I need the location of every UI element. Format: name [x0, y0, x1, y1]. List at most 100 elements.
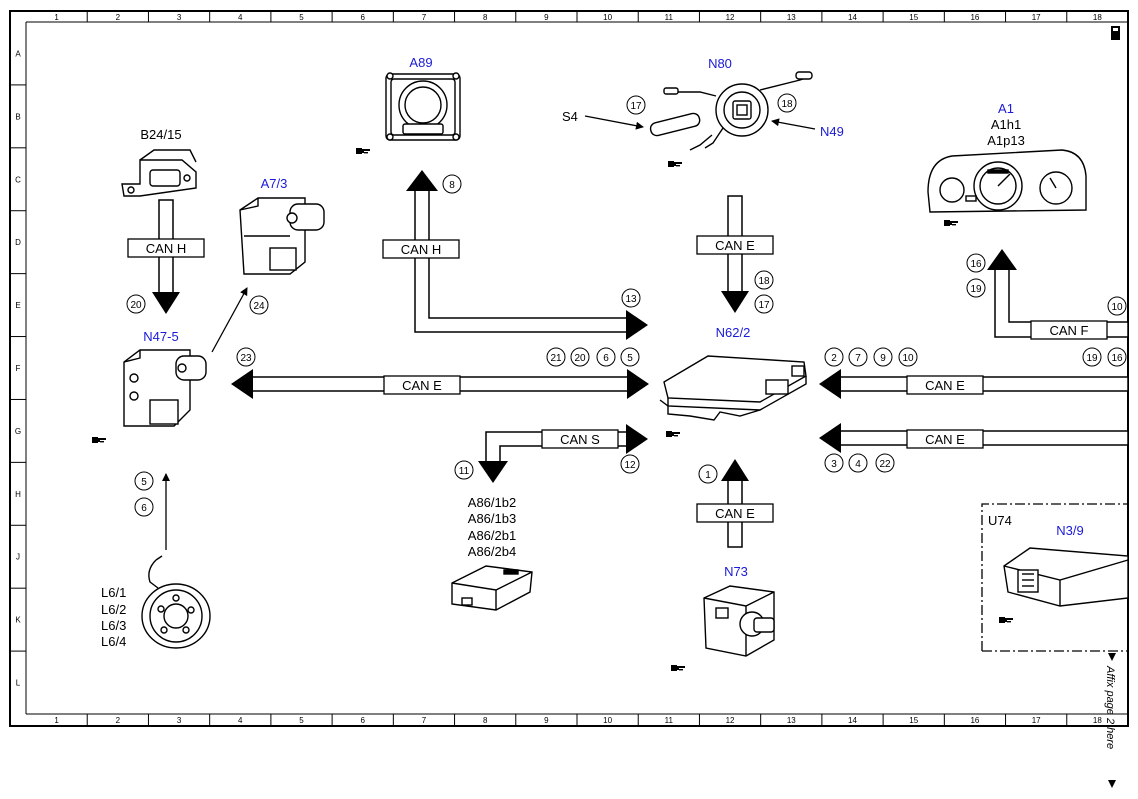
label-s4: S4	[562, 109, 578, 124]
label-u74: U74	[988, 513, 1012, 528]
callout-1: 1	[698, 464, 718, 484]
column-number: 2	[116, 716, 121, 725]
column-number: 5	[299, 13, 304, 22]
svg-text:6: 6	[141, 503, 147, 514]
book-icon	[671, 665, 685, 671]
book-icon	[668, 161, 682, 167]
callout-5-l6: 5	[134, 471, 154, 491]
column-number: 8	[483, 716, 488, 725]
callout-10b: 10	[898, 347, 918, 367]
n3-9-engine-control-unit	[1003, 547, 1129, 607]
callout-9: 9	[873, 347, 893, 367]
label-n62-2: N62/2	[716, 325, 751, 340]
b24-15-sensor	[121, 149, 197, 197]
svg-text:11: 11	[459, 466, 470, 477]
column-number: 5	[299, 716, 304, 725]
svg-text:16: 16	[1111, 353, 1123, 364]
label-n73: N73	[724, 564, 748, 579]
svg-text:6: 6	[603, 353, 609, 364]
can-h-label: CAN H	[401, 242, 441, 257]
column-number: 10	[603, 13, 612, 22]
a86-module	[451, 565, 533, 611]
callout-18-n62: 18	[754, 270, 774, 290]
label-l6-1: L6/1	[101, 585, 126, 600]
svg-text:18: 18	[758, 276, 770, 287]
callout-5b: 5	[620, 347, 640, 367]
book-icon	[944, 220, 958, 226]
l6-brake-disc	[141, 555, 211, 649]
callout-17-s4: 17	[626, 95, 646, 115]
svg-text:22: 22	[879, 459, 891, 470]
column-number: 15	[909, 13, 918, 22]
svg-text:1: 1	[705, 470, 711, 481]
callout-markers: 17 18 8 13 18 17 16 19 10 20 24 23 21 20…	[126, 93, 1127, 517]
can-e-label: CAN E	[715, 506, 755, 521]
callout-16-a1: 16	[966, 253, 986, 273]
column-number: 6	[360, 13, 365, 22]
label-b24-15: B24/15	[140, 127, 181, 142]
can-e-label: CAN E	[715, 238, 755, 253]
n62-2-control-unit	[659, 355, 807, 421]
column-number: 12	[726, 13, 735, 22]
arrow-n47-to-a73	[211, 287, 248, 353]
label-l6-4: L6/4	[101, 634, 126, 649]
callout-6b: 6	[596, 347, 616, 367]
svg-text:10: 10	[1111, 302, 1123, 313]
label-a89: A89	[409, 55, 432, 70]
book-icon	[92, 437, 106, 443]
row-letter: L	[16, 679, 21, 688]
column-number: 16	[970, 716, 979, 725]
svg-text:23: 23	[240, 353, 252, 364]
label-a1p13: A1p13	[987, 133, 1025, 148]
label-n49: N49	[820, 124, 844, 139]
book-icon	[666, 431, 680, 437]
label-l6-2: L6/2	[101, 602, 126, 617]
callout-7: 7	[848, 347, 868, 367]
svg-text:10: 10	[902, 353, 914, 364]
label-a1h1: A1h1	[991, 117, 1021, 132]
callout-4: 4	[848, 453, 868, 473]
label-a7-3: A7/3	[261, 176, 288, 191]
can-e-label: CAN E	[925, 432, 965, 447]
callout-10-a1: 10	[1107, 296, 1127, 316]
column-number: 18	[1093, 13, 1102, 22]
column-number: 16	[970, 13, 979, 22]
can-e-label: CAN E	[925, 378, 965, 393]
book-icon	[356, 148, 370, 154]
column-number: 13	[787, 13, 796, 22]
can-h-label: CAN H	[146, 241, 186, 256]
column-number: 11	[665, 716, 674, 725]
svg-text:4: 4	[855, 459, 861, 470]
label-a1: A1	[998, 101, 1014, 116]
column-number: 3	[177, 13, 182, 22]
column-number: 7	[422, 716, 427, 725]
column-number: 1	[54, 13, 59, 22]
svg-text:16: 16	[970, 259, 982, 270]
bus-a89-to-n62	[406, 170, 648, 340]
row-letter: C	[15, 175, 21, 184]
callout-23: 23	[236, 347, 256, 367]
column-number: 4	[238, 716, 243, 725]
svg-text:17: 17	[758, 300, 770, 311]
callout-19b: 19	[1082, 347, 1102, 367]
column-number: 17	[1032, 716, 1041, 725]
callout-13: 13	[621, 288, 641, 308]
column-number: 11	[665, 13, 674, 22]
label-l6-list: L6/1 L6/2 L6/3 L6/4	[101, 585, 126, 649]
callout-20: 20	[126, 294, 146, 314]
row-letter: G	[15, 427, 21, 436]
svg-text:5: 5	[627, 353, 633, 364]
column-number: 9	[544, 716, 549, 725]
affix-page-note: Affix page 2 here	[1104, 665, 1116, 749]
column-number: 18	[1093, 716, 1102, 725]
callout-6-l6: 6	[134, 497, 154, 517]
column-number: 6	[360, 716, 365, 725]
column-number: 10	[603, 716, 612, 725]
column-number: 13	[787, 716, 796, 725]
can-label-n73: CAN E	[696, 503, 774, 523]
can-label-right-1: CAN E	[906, 375, 984, 395]
callout-24: 24	[249, 295, 269, 315]
label-a86-1b2: A86/1b2	[468, 495, 516, 510]
